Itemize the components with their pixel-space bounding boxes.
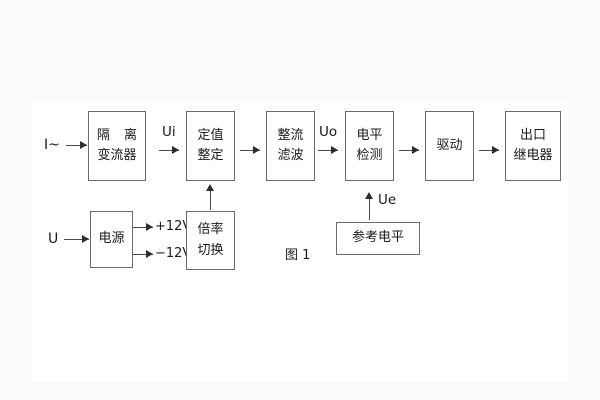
wire-ui <box>159 150 179 151</box>
arrowhead-level-to-drive <box>412 146 419 154</box>
wire-rail-negative <box>133 254 153 255</box>
block-range-switch-line2: 切换 <box>197 242 224 258</box>
arrowhead-rail-positive <box>146 223 153 231</box>
block-isolation-transformer[interactable]: 隔 离 变流器 <box>88 111 146 181</box>
wire-current-in <box>66 145 87 146</box>
arrowhead-uo <box>331 146 338 154</box>
wire-range-to-setting <box>210 188 211 210</box>
wire-drive-to-relay <box>479 150 499 151</box>
block-power-supply-line1: 电源 <box>98 231 125 247</box>
block-setting-adjust-line1: 定值 <box>197 127 224 143</box>
block-level-detect[interactable]: 电平 检测 <box>345 111 394 181</box>
rail-label-positive: +12V <box>155 219 192 234</box>
wire-rail-positive <box>133 227 153 228</box>
block-rectify-filter-line1: 整流 <box>277 127 304 143</box>
wire-setting-to-rectify <box>240 150 260 151</box>
arrowhead-rail-negative <box>146 250 153 258</box>
wire-level-to-drive <box>399 150 419 151</box>
block-reference-level[interactable]: 参考电平 <box>336 222 420 255</box>
arrowhead-setting-to-rectify <box>253 146 260 154</box>
block-isolation-transformer-line2: 变流器 <box>97 148 137 163</box>
block-rectify-filter[interactable]: 整流 滤波 <box>266 111 315 181</box>
block-isolation-transformer-line1: 隔 离 <box>96 127 143 143</box>
arrowhead-drive-to-relay <box>492 146 499 154</box>
block-reference-level-line1: 参考电平 <box>351 230 404 246</box>
block-range-switch-line1: 倍率 <box>197 222 224 238</box>
block-drive-line1: 驱动 <box>436 137 463 153</box>
block-output-relay-line1: 出口 <box>519 127 546 143</box>
signal-label-ui: Ui <box>162 124 176 140</box>
signal-label-uo: Uo <box>319 124 338 140</box>
block-output-relay-line2: 继电器 <box>513 148 553 163</box>
wire-uo <box>318 150 338 151</box>
block-setting-adjust[interactable]: 定值 整定 <box>186 111 235 181</box>
arrowhead-ue <box>365 192 373 199</box>
block-power-supply[interactable]: 电源 <box>90 211 133 268</box>
figure-caption: 图 1 <box>285 248 311 263</box>
block-drive[interactable]: 驱动 <box>425 111 474 181</box>
rail-label-negative: −12V <box>155 246 192 261</box>
signal-label-ue: Ue <box>378 192 397 208</box>
block-output-relay[interactable]: 出口 继电器 <box>505 111 561 181</box>
block-range-switch[interactable]: 倍率 切换 <box>186 211 235 270</box>
arrowhead-range-to-setting <box>206 184 214 191</box>
block-setting-adjust-line2: 整定 <box>197 148 224 163</box>
arrowhead-current-in <box>80 141 87 149</box>
block-rectify-filter-line2: 滤波 <box>277 148 304 163</box>
block-level-detect-line1: 电平 <box>356 127 383 143</box>
wire-ue <box>369 196 370 220</box>
input-label-current: I~ <box>44 137 60 153</box>
input-label-voltage: U <box>48 231 59 247</box>
block-level-detect-line2: 检测 <box>356 148 383 163</box>
arrowhead-voltage-in <box>82 235 89 243</box>
wire-voltage-in <box>64 239 89 240</box>
arrowhead-ui <box>172 146 179 154</box>
